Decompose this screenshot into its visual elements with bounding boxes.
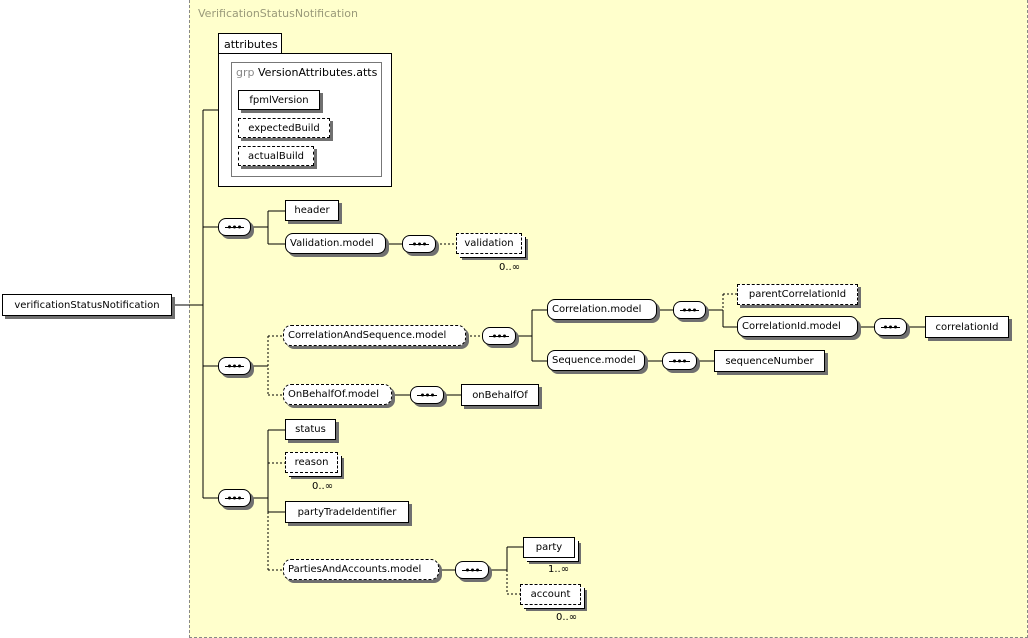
element-reason-label: reason [294,457,329,468]
group-on-behalf-of-model-label: OnBehalfOf.model [288,389,379,400]
element-header-label: header [294,205,330,216]
group-correlation-id-model[interactable]: CorrelationId.model [737,316,858,337]
group-correlation-model[interactable]: Correlation.model [547,299,657,320]
sequence-icon [219,496,250,500]
sequence-compositor-2 [218,357,251,375]
element-sequence-number-label: sequenceNumber [725,355,814,367]
element-validation[interactable]: validation [456,233,522,254]
group-parties-and-accounts-model[interactable]: PartiesAndAccounts.model [283,559,439,580]
element-correlation-id[interactable]: correlationId [925,316,1009,338]
element-parent-correlation-id-label: parentCorrelationId [748,289,847,300]
sequence-icon [674,308,705,312]
sequence-compositor-on-behalf-of [410,386,444,404]
group-parties-and-accounts-model-label: PartiesAndAccounts.model [288,564,422,575]
account-cardinality: 0..∞ [556,612,578,623]
sequence-icon [663,359,696,363]
group-correlation-model-label: Correlation.model [552,304,642,315]
attribute-fpmlversion-label: fpmlVersion [249,94,309,106]
element-sequence-number[interactable]: sequenceNumber [714,350,825,372]
group-on-behalf-of-model[interactable]: OnBehalfOf.model [283,384,392,405]
party-cardinality: 1..∞ [548,564,570,575]
root-element-label: verificationStatusNotification [14,299,160,311]
sequence-compositor-validation [402,235,436,253]
element-account-label: account [530,589,571,600]
attribute-expectedbuild[interactable]: expectedBuild [238,118,330,138]
sequence-compositor-3 [218,489,251,507]
element-party[interactable]: party [523,537,575,558]
element-on-behalf-of-label: onBehalfOf [472,389,528,401]
group-validation-model-label: Validation.model [290,238,374,249]
reason-cardinality: 0..∞ [312,481,334,492]
attribute-actualbuild[interactable]: actualBuild [238,146,314,166]
root-element-box[interactable]: verificationStatusNotification [2,294,172,316]
group-name: VersionAttributes.atts [258,66,378,79]
attributes-tab-label: attributes [224,37,278,51]
sequence-compositor-sequence [662,352,697,370]
attributes-tab: attributes [218,33,282,54]
sequence-compositor-correlation [673,301,706,319]
attribute-fpmlversion[interactable]: fpmlVersion [238,90,320,110]
sequence-compositor-correlation-id [874,318,907,336]
attribute-group-label: grp VersionAttributes.atts [236,66,377,79]
element-status-label: status [295,424,326,435]
sequence-compositor-parties-and-accounts [455,561,489,579]
group-validation-model[interactable]: Validation.model [285,233,386,254]
sequence-compositor-correlation-and-sequence [482,327,516,345]
group-correlation-id-model-label: CorrelationId.model [742,321,841,332]
element-status[interactable]: status [285,419,336,440]
sequence-icon [219,364,250,368]
group-sequence-model-label: Sequence.model [552,355,636,366]
element-party-trade-identifier[interactable]: partyTradeIdentifier [285,501,409,523]
element-reason[interactable]: reason [285,452,338,473]
element-parent-correlation-id[interactable]: parentCorrelationId [737,284,858,305]
element-account[interactable]: account [520,584,581,605]
attribute-expectedbuild-label: expectedBuild [248,122,320,134]
sequence-compositor-1 [218,218,251,236]
validation-cardinality: 0..∞ [499,262,521,273]
attribute-actualbuild-label: actualBuild [248,150,304,162]
group-sequence-model[interactable]: Sequence.model [547,350,645,371]
group-correlation-and-sequence-model-label: CorrelationAndSequence.model [288,330,447,341]
sequence-icon [411,393,443,397]
sequence-icon [403,242,435,246]
complex-type-title: VerificationStatusNotification [198,7,358,20]
element-party-trade-identifier-label: partyTradeIdentifier [297,506,397,518]
element-party-label: party [535,542,563,553]
element-header[interactable]: header [285,200,339,221]
element-on-behalf-of[interactable]: onBehalfOf [461,384,539,406]
sequence-icon [219,225,250,229]
sequence-icon [483,334,515,338]
element-correlation-id-label: correlationId [935,321,999,333]
sequence-icon [875,325,906,329]
group-correlation-and-sequence-model[interactable]: CorrelationAndSequence.model [283,325,466,346]
element-validation-label: validation [464,238,514,249]
sequence-icon [456,568,488,572]
group-keyword: grp [236,66,255,79]
